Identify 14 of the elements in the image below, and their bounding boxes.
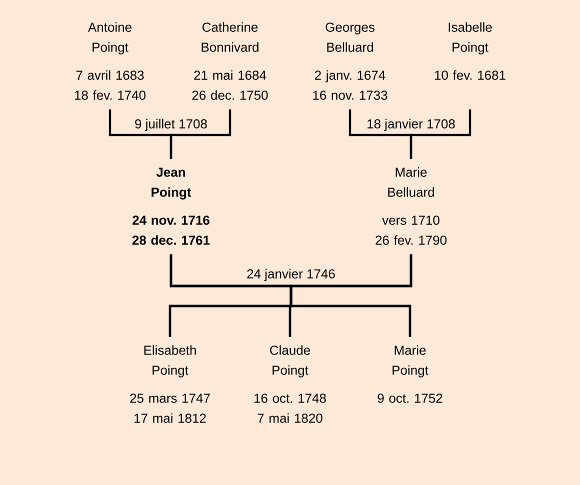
person-entry: Jean Poingt 24 nov. 1716 28 dec. 1761	[132, 168, 210, 245]
person-entry: Georges Belluard 2 janv. 1674 16 nov. 1733	[313, 22, 388, 100]
connector-line	[170, 109, 232, 159]
person-entry: Elisabeth Poingt 25 mars 1747 17 mai 1812	[130, 345, 210, 423]
person-entry: Isabelle Poingt 10 fev. 1681	[434, 22, 506, 80]
person-entry: Marie Belluard vers 1710 26 fev. 1790	[376, 167, 446, 245]
edge-label: 9 juillet 1708	[133, 117, 209, 133]
person-entry: Claude Poingt 16 oct. 1748 7 mai 1820	[254, 345, 326, 423]
edge-label: 18 janvier 1708	[365, 117, 457, 133]
person-entry: Catherine Bonnivard 21 mai 1684 26 dec. 1750	[192, 22, 268, 100]
connector-line	[410, 109, 472, 159]
edge-label: 24 janvier 1746	[245, 267, 337, 283]
person-entry: Marie Poingt 9 oct. 1752	[378, 345, 442, 403]
person-entry: Antoine Poingt 7 avril 1683 18 fev. 1740	[74, 22, 146, 100]
